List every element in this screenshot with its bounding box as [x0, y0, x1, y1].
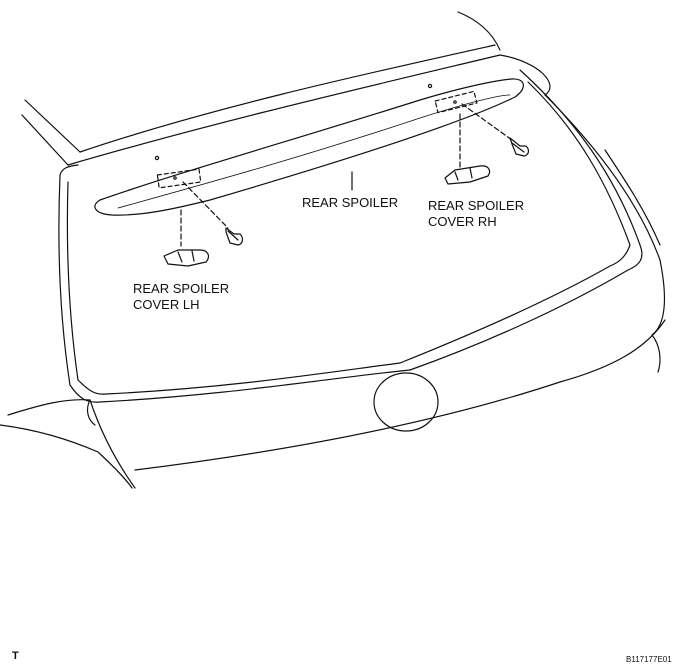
rear-window	[59, 70, 642, 402]
rear-spoiler	[95, 79, 523, 215]
cover-rh-label-line1: REAR SPOILER	[428, 198, 525, 213]
rear-spoiler-label: REAR SPOILER	[302, 195, 399, 210]
cover-lh-label-line2: COVER LH	[133, 297, 200, 312]
tailgate-lower	[0, 320, 665, 488]
spoiler-cover-rh	[445, 166, 490, 184]
emblem-ellipse	[374, 373, 438, 431]
corner-mark: T	[12, 650, 19, 662]
roof-panel	[22, 12, 550, 165]
figure-code: B117177E01	[626, 655, 672, 664]
bolt-left	[183, 182, 242, 245]
cover-guides	[181, 114, 460, 246]
spoiler-cover-lh	[164, 250, 208, 266]
body-right-side	[545, 95, 664, 335]
cover-rh-label-line2: COVER RH	[428, 214, 497, 229]
cover-lh-label-line1: REAR SPOILER	[133, 281, 230, 296]
bolt-right	[462, 104, 528, 156]
